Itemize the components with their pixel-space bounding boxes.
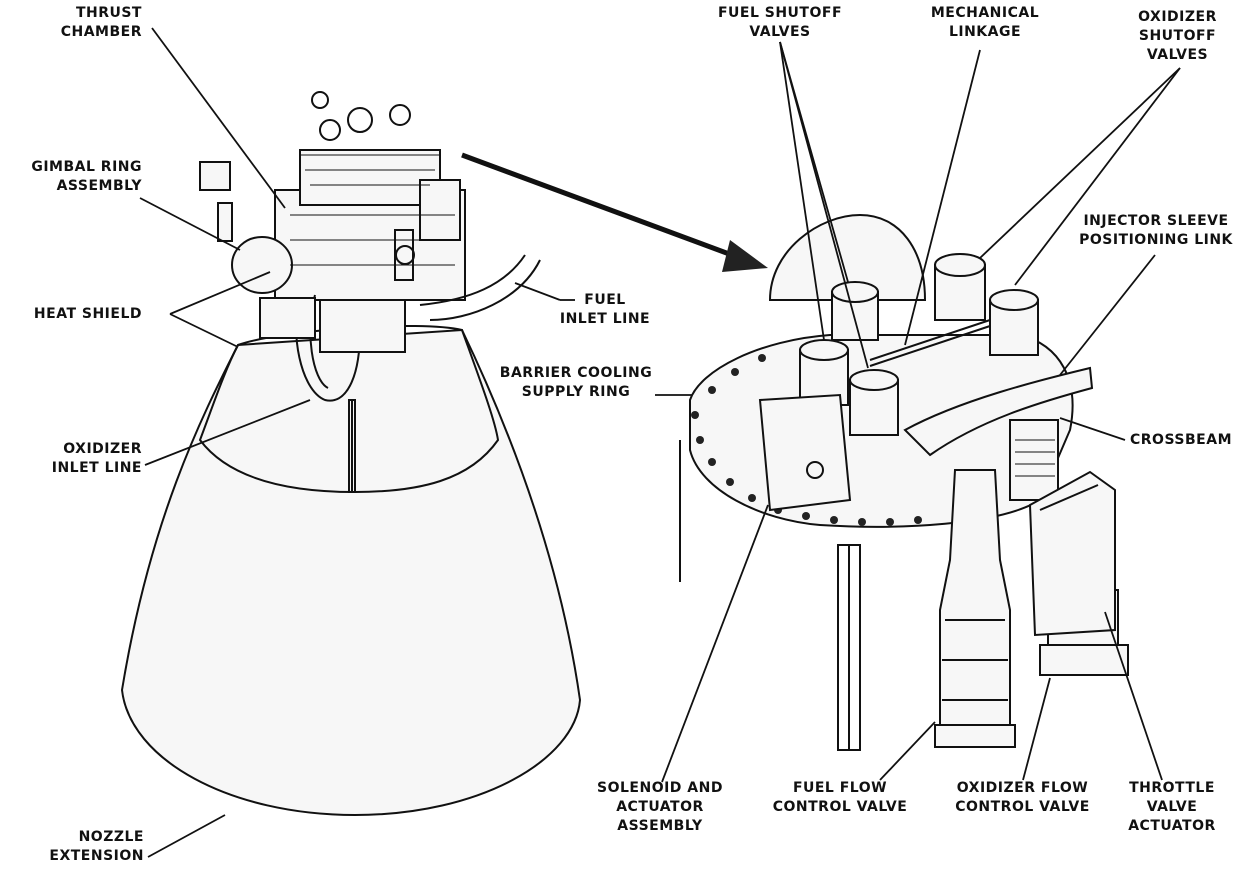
label-thrust-chamber: THRUST CHAMBER xyxy=(52,4,142,42)
label-line: CONTROL VALVE xyxy=(772,799,908,815)
label-heat-shield: HEAT SHIELD xyxy=(20,305,142,324)
crossbeam xyxy=(903,366,1094,457)
thrust-chamber-body xyxy=(198,325,500,494)
heat-shield-plate xyxy=(319,299,406,353)
label-line: THROTTLE xyxy=(1129,780,1215,796)
label-line: MECHANICAL xyxy=(930,5,1040,21)
solenoid-box xyxy=(758,393,852,512)
label-line: VALVE xyxy=(1146,799,1198,815)
right-detail-view xyxy=(679,213,1129,751)
zoom-arrow xyxy=(461,152,768,272)
gimbal-post xyxy=(217,202,233,242)
label-crossbeam: CROSSBEAM xyxy=(1130,431,1236,450)
label-barrier-cooling-supply-ring: BARRIER COOLING SUPPLY RING xyxy=(496,364,656,402)
label-line: POSITIONING LINK xyxy=(1079,232,1233,248)
chamber-seam-strip xyxy=(348,399,356,493)
label-throttle-valve-actuator: THROTTLE VALVE ACTUATOR xyxy=(1112,779,1232,836)
label-line: SHUTOFF xyxy=(1138,28,1217,44)
label-line: CROSSBEAM xyxy=(1130,432,1232,448)
label-line: INJECTOR SLEEVE xyxy=(1083,213,1229,229)
fuel-flow-control-valve xyxy=(934,469,1016,748)
oxidizer-shutoff-valve-1 xyxy=(934,253,986,321)
label-oxidizer-flow-control-valve: OXIDIZER FLOW CONTROL VALVE xyxy=(945,779,1100,817)
nozzle-extension-bell xyxy=(120,328,582,817)
label-line: ASSEMBLY xyxy=(617,818,703,834)
label-line: CONTROL VALVE xyxy=(955,799,1090,815)
label-nozzle-extension: NOZZLE EXTENSION xyxy=(20,828,144,866)
label-line: GIMBAL RING xyxy=(31,159,142,175)
injector-housing xyxy=(299,149,441,206)
label-line: VALVES xyxy=(749,24,811,40)
fuel-shutoff-valve-3 xyxy=(831,281,879,341)
label-line: INLET LINE xyxy=(559,311,651,327)
left-engine-view xyxy=(120,91,582,817)
valve-package xyxy=(419,179,461,241)
left-mount xyxy=(199,161,231,191)
label-line: ASSEMBLY xyxy=(56,178,142,194)
fuel-shutoff-valve-2 xyxy=(849,369,899,436)
fuel-inlet-pipe-2 xyxy=(419,254,526,306)
fuel-inlet-pipe xyxy=(429,259,541,321)
label-gimbal-ring-assembly: GIMBAL RING ASSEMBLY xyxy=(20,158,142,196)
label-fuel-shutoff-valves: FUEL SHUTOFF VALVES xyxy=(700,4,860,42)
label-line: OXIDIZER xyxy=(1138,9,1217,25)
label-line: OXIDIZER FLOW xyxy=(956,780,1089,796)
label-fuel-flow-control-valve: FUEL FLOW CONTROL VALVE xyxy=(770,779,910,817)
label-oxidizer-inlet-line: OXIDIZER INLET LINE xyxy=(20,440,142,478)
label-fuel-inlet-line: FUEL INLET LINE xyxy=(545,291,665,329)
label-line: SOLENOID AND xyxy=(597,780,723,796)
throttle-valve-actuator xyxy=(1028,470,1116,637)
label-oxidizer-shutoff-valves: OXIDIZER SHUTOFF VALVES xyxy=(1115,8,1240,65)
label-line: SUPPLY RING xyxy=(521,384,631,400)
oxidizer-shutoff-valve-2 xyxy=(989,289,1039,356)
label-line: HEAT SHIELD xyxy=(33,306,142,322)
label-line: VALVES xyxy=(1146,47,1209,63)
label-line: ACTUATOR xyxy=(1128,818,1216,834)
leader-lines xyxy=(139,27,1181,858)
label-line: NOZZLE xyxy=(78,829,144,845)
label-line: LINKAGE xyxy=(948,24,1022,40)
label-line: ACTUATOR xyxy=(616,799,704,815)
label-line: FUEL xyxy=(584,292,626,308)
label-mechanical-linkage: MECHANICAL LINKAGE xyxy=(915,4,1055,42)
label-line: OXIDIZER xyxy=(63,441,142,457)
label-line: EXTENSION xyxy=(49,848,144,864)
label-line: FUEL FLOW xyxy=(792,780,888,796)
label-injector-sleeve-positioning-link: INJECTOR SLEEVE POSITIONING LINK xyxy=(1072,212,1240,250)
label-line: THRUST xyxy=(75,5,142,21)
label-line: BARRIER COOLING xyxy=(499,365,653,381)
label-solenoid-and-actuator-assembly: SOLENOID AND ACTUATOR ASSEMBLY xyxy=(585,779,735,836)
label-line: FUEL SHUTOFF xyxy=(717,5,843,21)
label-line: INLET LINE xyxy=(51,460,142,476)
heat-shield-plate-2 xyxy=(259,297,316,339)
label-line: CHAMBER xyxy=(60,24,142,40)
linkage-rod xyxy=(869,319,991,361)
